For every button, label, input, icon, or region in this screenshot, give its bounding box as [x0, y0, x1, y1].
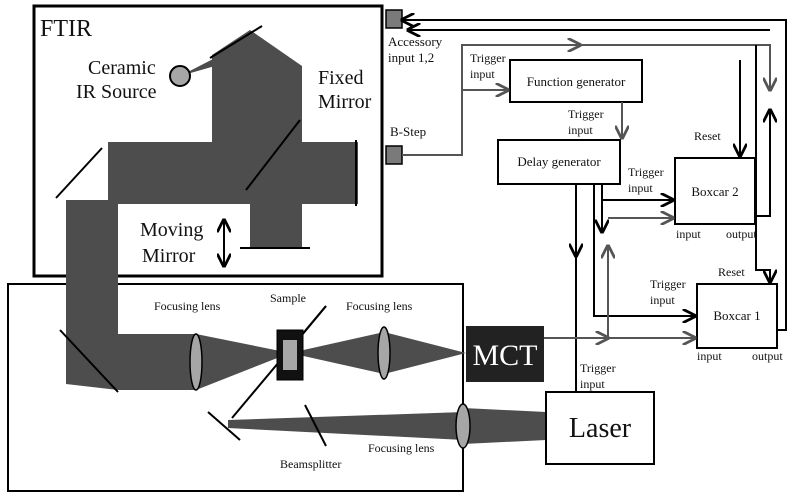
- laser-label: Laser: [569, 413, 632, 444]
- laser-trigger-line2: input: [580, 377, 605, 391]
- bstep-port: [385, 145, 403, 165]
- sample-holder: [276, 329, 304, 381]
- accessory-port: [385, 9, 403, 29]
- source-label-line1: Ceramic: [88, 57, 156, 79]
- signal-wiring: [402, 20, 787, 392]
- boxcar1-trigger-line1: Trigger: [650, 277, 686, 291]
- boxcar1-reset: Reset: [718, 265, 745, 279]
- boxcar1-trigger-line2: input: [650, 293, 675, 307]
- beamsplitter-label: Beamsplitter: [280, 457, 341, 471]
- dg-trigger-line1: Trigger: [568, 107, 604, 121]
- moving-mirror-line2: Mirror: [142, 245, 196, 267]
- accessory-label-line2: input 1,2: [388, 50, 434, 65]
- moving-mirror-line1: Moving: [140, 219, 203, 241]
- dg-trigger-line2: input: [568, 123, 593, 137]
- focusing-lens-left-label: Focusing lens: [154, 299, 221, 313]
- boxcar2-trigger-line2: input: [628, 181, 653, 195]
- accessory-label-line1: Accessory: [388, 34, 443, 49]
- laser-box: [545, 391, 655, 465]
- focusing-lens-bottom: [455, 403, 471, 449]
- sample-label: Sample: [270, 291, 306, 305]
- boxcar2-reset: Reset: [694, 129, 721, 143]
- focusing-lens-right: [377, 326, 391, 380]
- function-generator-box: [509, 59, 643, 103]
- fixed-mirror-line1: Fixed: [318, 67, 364, 89]
- mirrors: [55, 25, 357, 447]
- focusing-lens-bottom-label: Focusing lens: [368, 441, 435, 455]
- delay-generator-label: Delay generator: [517, 154, 601, 169]
- boxcar2-trigger-line1: Trigger: [628, 165, 664, 179]
- boxcar2-output: output: [726, 227, 757, 241]
- delay-generator-box: [497, 139, 621, 185]
- bstep-label: B-Step: [390, 124, 426, 139]
- ftir-title: FTIR: [40, 16, 92, 42]
- focusing-lens-left: [189, 333, 203, 391]
- boxcar2-box: [674, 157, 756, 225]
- boxcar1-output: output: [752, 349, 783, 363]
- mct-detector: [466, 326, 544, 382]
- function-generator-label: Function generator: [527, 74, 626, 89]
- boxcar2-label: Boxcar 2: [691, 184, 738, 199]
- ir-source: [169, 65, 191, 87]
- boxcar1-box: [696, 283, 778, 349]
- fg-trigger-line2: input: [470, 67, 495, 81]
- source-label-line2: IR Source: [76, 81, 157, 103]
- laser-trigger-line1: Trigger: [580, 361, 616, 375]
- focusing-lens-right-label: Focusing lens: [346, 299, 413, 313]
- sample-compartment-frame: [7, 283, 464, 492]
- boxcar1-input: input: [697, 349, 722, 363]
- boxcar1-label: Boxcar 1: [713, 308, 760, 323]
- fg-trigger-line1: Trigger: [470, 51, 506, 65]
- fixed-mirror-line2: Mirror: [318, 91, 372, 113]
- mct-label: MCT: [472, 339, 537, 372]
- boxcar2-input: input: [676, 227, 701, 241]
